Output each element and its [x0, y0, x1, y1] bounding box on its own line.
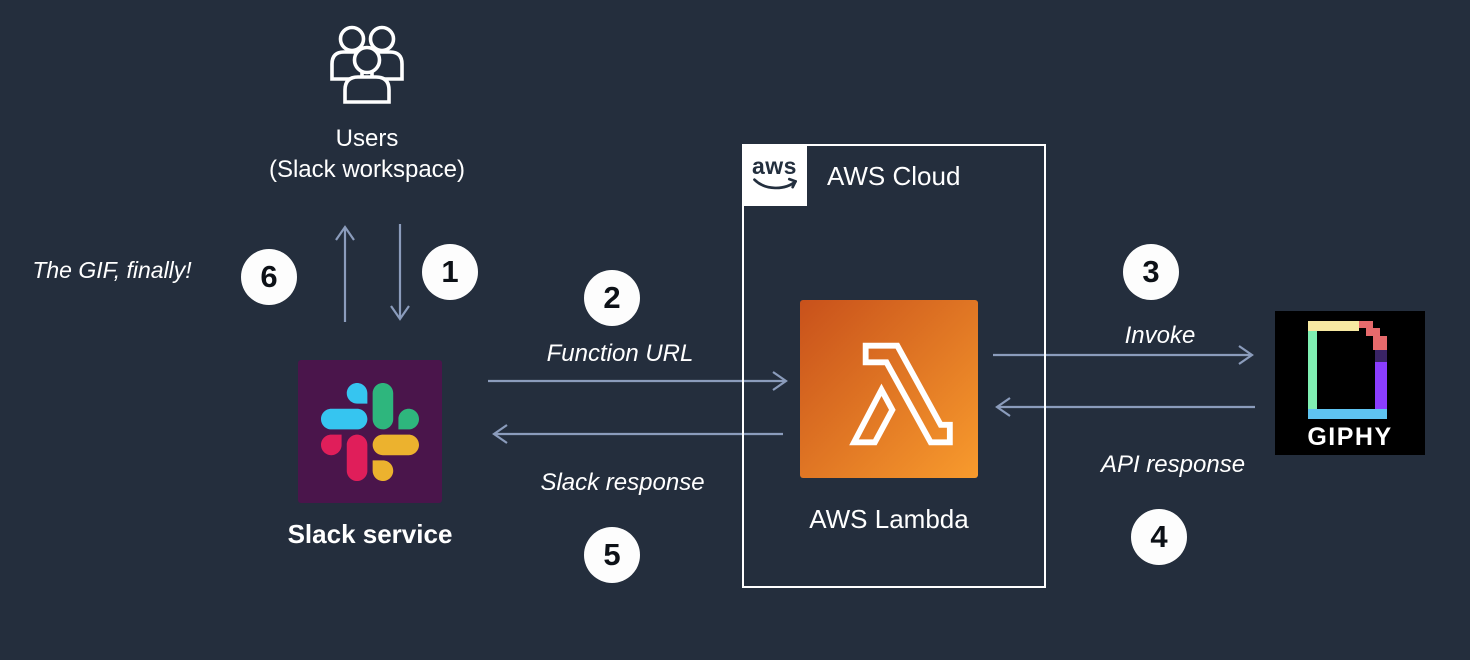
users-group-icon [330, 25, 404, 104]
giphy-wordmark: GIPHY [1307, 423, 1393, 451]
step-number: 2 [603, 280, 621, 315]
step-number: 3 [1142, 254, 1160, 289]
invoke-annotation: Invoke [1124, 322, 1196, 349]
lambda-icon [849, 342, 953, 446]
slack-response-annotation: Slack response [540, 469, 705, 496]
arrow-slack-to-users [335, 225, 355, 322]
slack-service-node [298, 360, 442, 503]
step-number: 6 [260, 259, 278, 294]
step-number: 4 [1150, 519, 1168, 554]
giphy-node: GIPHY [1275, 311, 1425, 455]
step-badge-4: 4 [1131, 509, 1187, 565]
step-number: 1 [441, 254, 459, 289]
users-label: Users (Slack workspace) [217, 123, 517, 185]
step-badge-2: 2 [584, 270, 640, 326]
aws-cloud-boundary [742, 144, 1046, 588]
function-url-annotation: Function URL [546, 340, 694, 367]
final-gif-annotation: The GIF, finally! [32, 257, 192, 283]
slack-logo-icon [321, 382, 419, 481]
step-badge-1: 1 [422, 244, 478, 300]
aws-lambda-node [800, 300, 978, 478]
aws-logo-badge: aws [742, 144, 807, 206]
users-label-line1: Users [335, 125, 399, 152]
aws-cloud-label: AWS Cloud [827, 161, 961, 191]
step-badge-3: 3 [1123, 244, 1179, 300]
api-response-annotation: API response [1100, 451, 1246, 478]
users-label-line2: (Slack workspace) [268, 156, 466, 183]
aws-smile-icon [752, 177, 797, 190]
arrow-slack-response [492, 424, 783, 444]
aws-lambda-label: AWS Lambda [809, 504, 969, 534]
arrow-users-to-slack [390, 224, 410, 321]
step-number: 5 [603, 537, 621, 572]
aws-logo-text: aws [752, 153, 797, 179]
step-badge-6: 6 [241, 249, 297, 305]
slack-service-label: Slack service [287, 519, 453, 549]
step-badge-5: 5 [584, 527, 640, 583]
giphy-logo-icon [1308, 321, 1387, 419]
